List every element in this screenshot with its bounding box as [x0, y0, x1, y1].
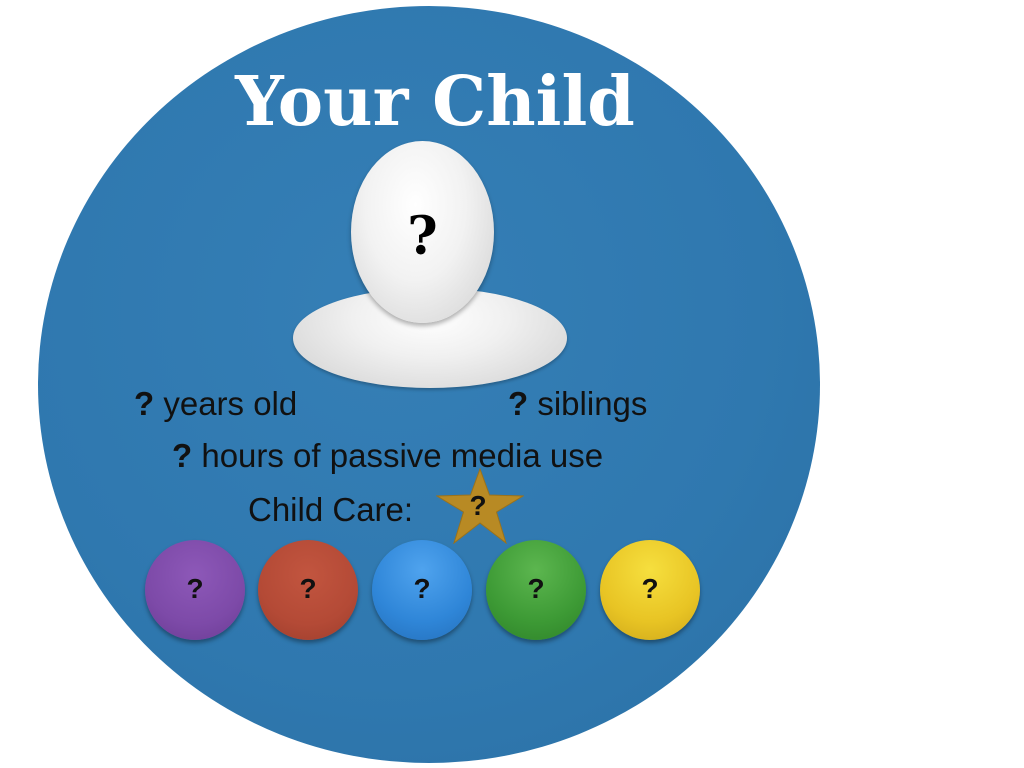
- option-label: ?: [299, 573, 317, 604]
- siblings-label: siblings: [528, 385, 648, 422]
- siblings-info: ? siblings: [508, 384, 647, 424]
- age-label: years old: [154, 385, 298, 422]
- media-value[interactable]: ?: [172, 437, 193, 474]
- option-label: ?: [186, 573, 204, 604]
- child-care-option-purple[interactable]: ?: [145, 540, 245, 640]
- option-label: ?: [413, 573, 431, 604]
- page-title: Your Child: [235, 62, 635, 142]
- star-icon[interactable]: [436, 468, 524, 544]
- child-care-option-yellow[interactable]: ?: [600, 540, 700, 640]
- media-label: hours of passive media use: [192, 437, 604, 474]
- child-care-option-green[interactable]: ?: [486, 540, 586, 640]
- age-value[interactable]: ?: [134, 385, 155, 422]
- siblings-value[interactable]: ?: [508, 385, 529, 422]
- child-care-option-blue[interactable]: ?: [372, 540, 472, 640]
- age-info: ? years old: [134, 384, 297, 424]
- avatar-head[interactable]: ?: [351, 141, 494, 323]
- child-care-label: Child Care:: [248, 491, 414, 528]
- child-care-option-red[interactable]: ?: [258, 540, 358, 640]
- option-label: ?: [527, 573, 545, 604]
- avatar-question-mark: ?: [407, 206, 438, 267]
- option-label: ?: [641, 573, 659, 604]
- child-care-selected: ?: [469, 490, 487, 521]
- media-info: ? hours of passive media use: [172, 436, 603, 476]
